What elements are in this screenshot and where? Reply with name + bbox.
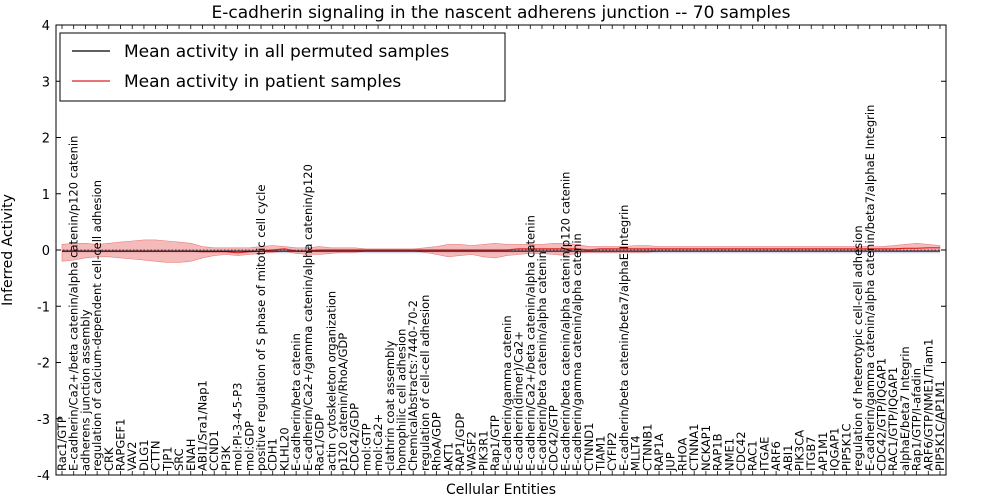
y-tick-label: 3 xyxy=(42,75,50,90)
y-tick-label: -1 xyxy=(37,300,50,315)
x-category-label: PI3K xyxy=(219,445,233,471)
x-category-label: MLLT4 xyxy=(629,435,643,471)
x-category-label: PIP5K1C/AP1M1 xyxy=(933,380,947,471)
x-category-label: ARF6 xyxy=(769,441,783,471)
x-category-label: RAC1 xyxy=(746,440,760,471)
x-category-label: E-cadherin/gamma catenin/alpha catenin/b… xyxy=(863,105,877,471)
x-category-label: PIP5K1C xyxy=(839,423,853,470)
x-category-label: regulation of cell-cell adhesion xyxy=(418,295,432,471)
y-tick-label: 1 xyxy=(42,188,50,203)
x-category-label: TJP1 xyxy=(160,446,174,472)
x-category-label: E-cadherin/gamma catenin xyxy=(500,315,514,471)
x-category-label: mol:PI-3-4-5-P3 xyxy=(231,383,245,471)
x-category-label: CTNNA1 xyxy=(687,424,701,471)
x-category-label: NCKAP1 xyxy=(699,425,713,471)
x-category-label: ARF6/GTP/NME1/Tiam1 xyxy=(921,339,935,471)
x-axis-label: Cellular Entities xyxy=(446,482,556,498)
x-category-label: CDC42/GDP xyxy=(348,403,362,471)
x-category-label: RAC1/GTP/IQGAP1 xyxy=(886,367,900,471)
x-category-label: CYFIP2 xyxy=(605,432,619,471)
x-category-label: IQGAP1 xyxy=(828,427,842,470)
x-category-label: ChemicalAbstracts:7440-70-2 xyxy=(406,300,420,471)
x-category-label: ITGAE xyxy=(757,437,771,471)
x-category-label: CDH1 xyxy=(266,438,280,471)
x-category-label: homophilic cell adhesion xyxy=(395,329,409,471)
x-category-label: AKT1 xyxy=(441,442,455,471)
x-category-label: RAP1/GDP xyxy=(453,413,467,471)
x-category-label: adherens junction assembly xyxy=(78,309,92,471)
x-category-label: ENAH xyxy=(184,439,198,471)
x-category-label: WASF2 xyxy=(465,431,479,471)
x-category-label: p120 catenin/RhoA/GDP xyxy=(336,333,350,471)
x-category-label: ABI1/Sra1/Nap1 xyxy=(196,380,210,471)
x-category-label: E-cadherin(dimer)/Ca2+ xyxy=(512,331,526,471)
x-category-label: PIK3CA xyxy=(793,430,807,471)
legend: Mean activity in all permuted samples Me… xyxy=(59,32,506,102)
x-category-label: regulation of heterotypic cell-cell adhe… xyxy=(851,225,865,471)
x-category-label: E-cadherin/Ca2+/beta catenin/alpha caten… xyxy=(67,136,81,471)
x-category-label: NME1 xyxy=(722,438,736,471)
x-category-label: E-cadherin/beta catenin/alpha catenin xyxy=(535,251,549,471)
x-category-label: RAPGEF1 xyxy=(114,419,128,471)
x-category-label: E-cadherin/beta catenin/alpha catenin/p1… xyxy=(558,172,572,472)
y-tick-label: 4 xyxy=(42,19,50,34)
x-category-label: Rac1/GDP xyxy=(313,414,327,471)
x-category-label: DLG1 xyxy=(137,439,151,471)
x-category-label: ITGB7 xyxy=(804,436,818,471)
x-category-label: CCND1 xyxy=(207,430,221,471)
x-category-label: mol:GTP xyxy=(359,423,373,471)
x-category-label: RAP1B xyxy=(711,433,725,471)
x-category-label: PIK3R1 xyxy=(476,430,490,471)
x-category-label: RAP1A xyxy=(652,433,666,471)
x-category-label: CDC42/GTP/IQGAP1 xyxy=(875,358,889,471)
x-category-label: mol:GDP xyxy=(242,421,256,471)
legend-label-patient: Mean activity in patient samples xyxy=(124,72,401,92)
x-category-label: KLHL20 xyxy=(277,427,291,471)
x-category-label: VAV2 xyxy=(125,442,139,471)
x-category-label: positive regulation of S phase of mitoti… xyxy=(254,185,268,471)
x-category-label: TIAM1 xyxy=(594,435,608,472)
x-category-label: JUP xyxy=(664,452,678,472)
y-axis: -4 -3 -2 -1 0 1 2 3 4 xyxy=(37,19,946,484)
x-category-label: clathrin coat assembly xyxy=(383,340,397,471)
x-category-label: Rap1/GTP/I-afadin xyxy=(910,368,924,471)
x-category-label: E-cadherin/beta catenin/beta7/alphaE Int… xyxy=(617,205,631,471)
y-tick-label: -2 xyxy=(37,357,50,372)
x-category-label: RhoA/GDP xyxy=(430,412,444,471)
x-category-label: CTNNB1 xyxy=(640,423,654,470)
x-category-label: E-cadherin/Ca2+/beta catenin/alpha caten… xyxy=(523,215,537,471)
x-category-label: actin cytoskeleton organization xyxy=(324,291,338,471)
x-category-label: E-cadherin/gamma catenin/alpha catenin xyxy=(570,233,584,471)
x-category-label: alphaE/beta7 Integrin xyxy=(898,346,912,471)
y-tick-label: -4 xyxy=(37,469,50,484)
x-category-label: CDC42/GTP xyxy=(547,405,561,471)
series-line-patient xyxy=(62,247,940,254)
x-category-label: mol:Ca2+ xyxy=(371,414,385,471)
x-category-label: AP1M1 xyxy=(816,432,830,471)
x-category-label: Rac1/GTP xyxy=(55,416,69,471)
x-category-label: Rap1/GTP xyxy=(488,415,502,471)
x-category-label: RHOA xyxy=(676,438,690,471)
series-lines xyxy=(62,247,940,254)
x-category-label: CTTN xyxy=(149,441,163,471)
x-category-label: E-cadherin/Ca2+/gamma catenin/alpha cate… xyxy=(301,164,315,471)
y-tick-label: 0 xyxy=(42,244,50,259)
x-category-label: SRC xyxy=(172,448,186,471)
x-category-label: regulation of calcium-dependent cell-cel… xyxy=(90,180,104,471)
y-axis-label: Inferred Activity xyxy=(0,194,16,306)
x-category-label: CTNND1 xyxy=(582,423,596,471)
legend-box xyxy=(59,32,506,102)
x-category-label: CDC42 xyxy=(734,431,748,471)
x-category-label: E-cadherin/beta catenin xyxy=(289,333,303,471)
legend-label-permuted: Mean activity in all permuted samples xyxy=(124,42,449,62)
y-tick-label: -3 xyxy=(37,413,50,428)
y-tick-label: 2 xyxy=(42,132,50,147)
chart-title: E-cadherin signaling in the nascent adhe… xyxy=(212,3,791,23)
x-category-label: ABI1 xyxy=(781,445,795,471)
x-category-label: CRK xyxy=(102,447,116,471)
